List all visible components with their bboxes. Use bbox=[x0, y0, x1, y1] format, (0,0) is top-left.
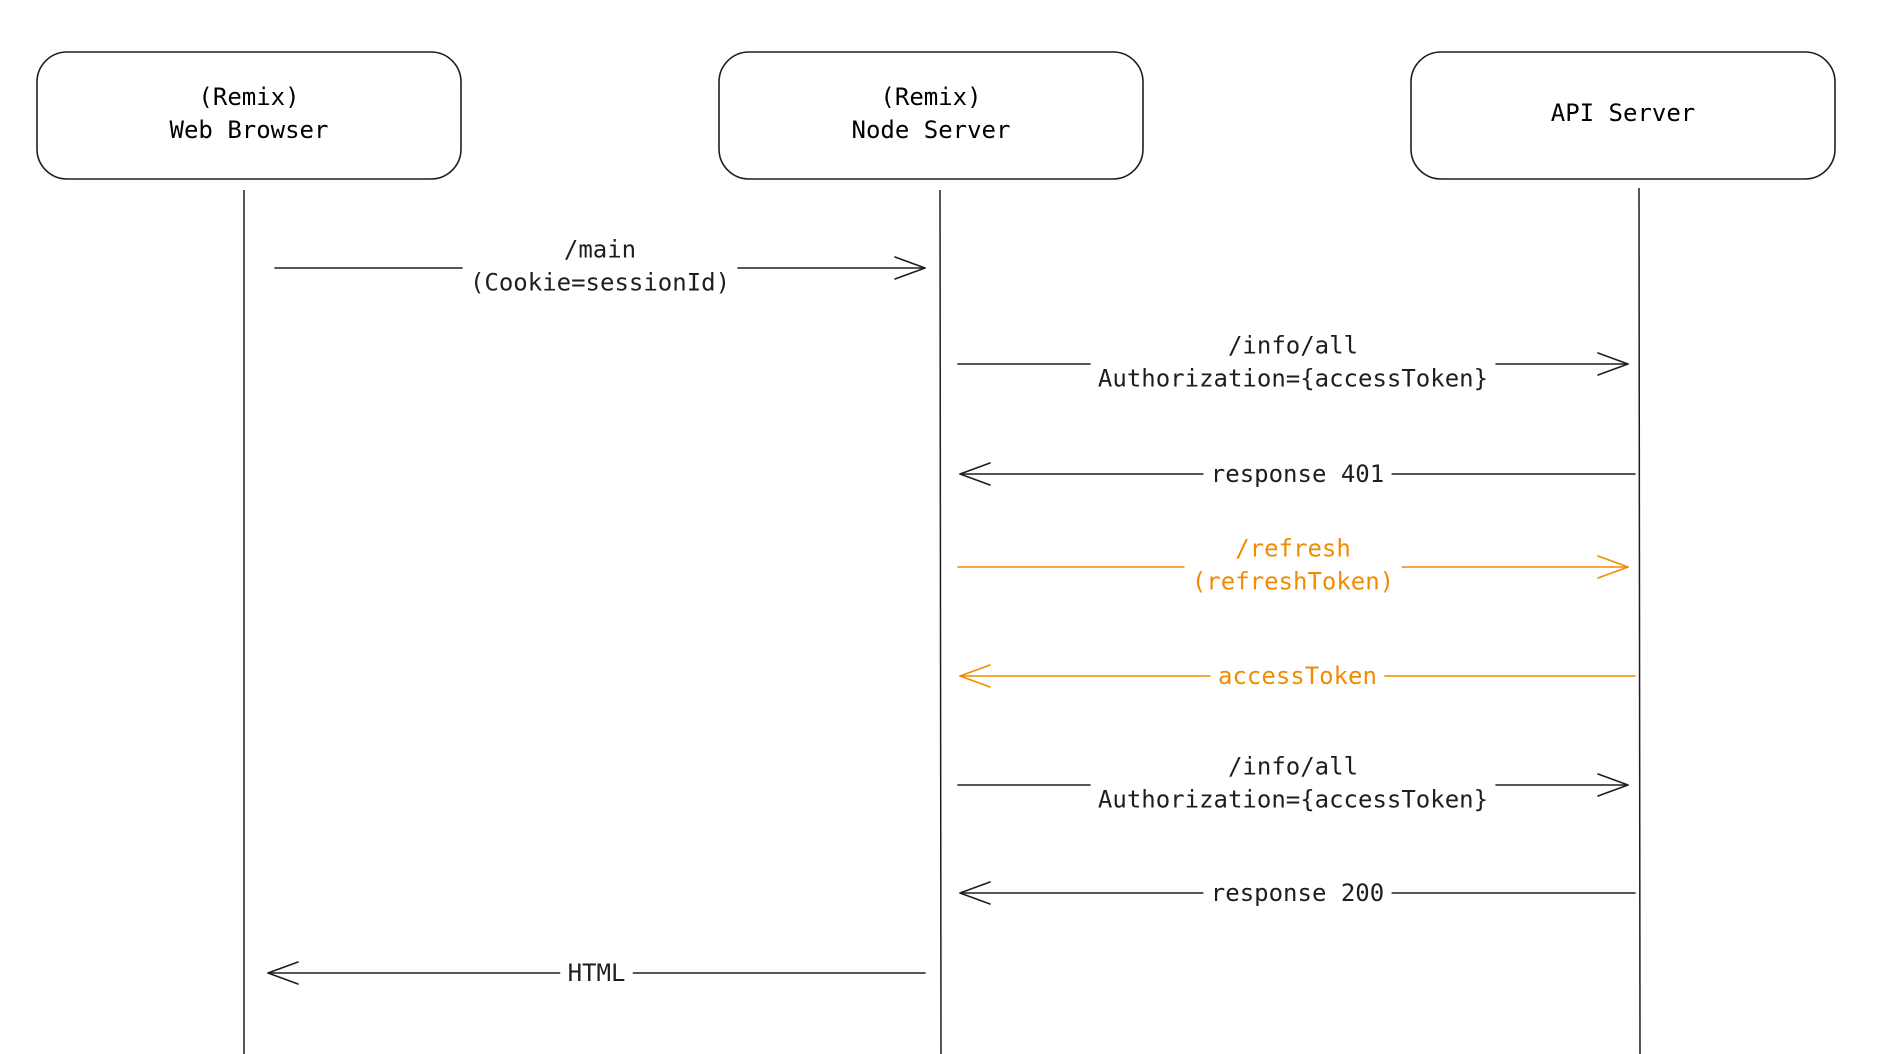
participant-label-line-2: Web Browser bbox=[170, 116, 329, 144]
participant-label-line-1: (Remix) bbox=[880, 83, 981, 111]
participant-label-line-2: Node Server bbox=[852, 116, 1011, 144]
participant-node-server: (Remix) Node Server bbox=[718, 51, 1144, 180]
participant-web-browser: (Remix) Web Browser bbox=[36, 51, 462, 180]
arrowhead bbox=[1597, 352, 1629, 376]
arrowhead bbox=[959, 664, 991, 688]
participant-api-server: API Server bbox=[1410, 51, 1836, 180]
message-8: HTML bbox=[267, 959, 926, 987]
participant-label-line-1: API Server bbox=[1551, 99, 1696, 127]
arrowhead bbox=[959, 881, 991, 905]
participant-box bbox=[36, 51, 462, 180]
message-label-line: response 401 bbox=[1211, 460, 1384, 488]
arrowhead bbox=[1597, 773, 1629, 797]
arrowhead bbox=[267, 961, 299, 985]
message-label-line: accessToken bbox=[1218, 662, 1377, 690]
lifeline-node-server bbox=[939, 189, 942, 1054]
arrowhead bbox=[959, 462, 991, 486]
message-3: response 401 bbox=[959, 460, 1636, 488]
arrowhead bbox=[894, 256, 926, 280]
message-label-line: /info/all bbox=[1228, 332, 1358, 360]
message-label-line: response 200 bbox=[1211, 879, 1384, 907]
message-label-line: /refresh bbox=[1235, 535, 1351, 563]
message-label-line: /main bbox=[564, 236, 636, 264]
message-label-line: (refreshToken) bbox=[1192, 568, 1394, 596]
participant-box bbox=[718, 51, 1144, 180]
message-label-line: HTML bbox=[568, 959, 626, 987]
message-5: accessToken bbox=[959, 662, 1636, 690]
message-label-line: (Cookie=sessionId) bbox=[470, 269, 730, 297]
message-label-line: Authorization={accessToken} bbox=[1098, 365, 1488, 393]
message-label-line: /info/all bbox=[1228, 753, 1358, 781]
arrowhead bbox=[1597, 555, 1629, 579]
participant-label-line-1: (Remix) bbox=[198, 83, 299, 111]
messages-layer: /main(Cookie=sessionId)/info/allAuthoriz… bbox=[267, 236, 1636, 987]
message-7: response 200 bbox=[959, 879, 1636, 907]
message-label-line: Authorization={accessToken} bbox=[1098, 786, 1488, 814]
message-1: /main (Cookie=sessionId) bbox=[274, 236, 926, 297]
participant-box bbox=[1410, 51, 1836, 180]
lifeline-api-server bbox=[1638, 187, 1641, 1054]
message-4: /refresh (refreshToken) bbox=[957, 535, 1629, 596]
